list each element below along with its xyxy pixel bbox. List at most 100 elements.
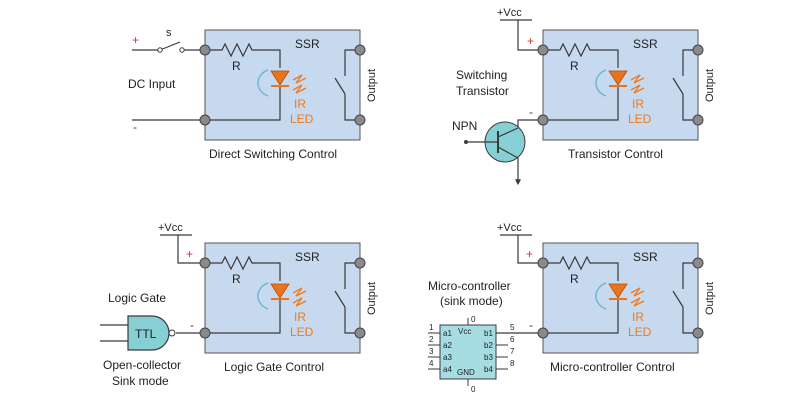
terminal bbox=[537, 114, 549, 126]
panel-microcontroller-control: 0 0 Vcc GND 1 2 3 4 5 6 7 8 a1 a2 a3 a4 … bbox=[428, 222, 716, 394]
switch-contact-left bbox=[157, 47, 163, 53]
terminal bbox=[354, 44, 366, 56]
led-wire-down bbox=[543, 87, 619, 121]
terminal bbox=[354, 257, 366, 269]
output-label: Output bbox=[366, 282, 378, 315]
open-collector-label: Open-collector bbox=[103, 358, 181, 372]
ir-label: IR bbox=[294, 97, 306, 111]
terminal bbox=[199, 257, 211, 269]
chip-right-pin-8: 8 bbox=[510, 359, 515, 368]
caption: Direct Switching Control bbox=[209, 147, 337, 161]
mcu-label: Micro-controller bbox=[428, 279, 511, 293]
chip-right-pin-7: 7 bbox=[510, 347, 515, 356]
chip-b1-label: b1 bbox=[484, 329, 493, 338]
switching-label: Switching bbox=[456, 68, 507, 82]
chip-a3-label: a3 bbox=[443, 353, 452, 362]
chip-a4-label: a4 bbox=[443, 365, 452, 374]
led-label: LED bbox=[290, 112, 314, 126]
resistor-icon bbox=[543, 255, 619, 281]
collector-wire bbox=[517, 119, 543, 128]
gate-input-wire bbox=[100, 324, 128, 342]
panel-direct-switching: + - s DC Input SSR R IR LED Output Direc… bbox=[128, 27, 378, 161]
chip-bottom-pin-label: 0 bbox=[471, 385, 476, 394]
resistor-icon bbox=[543, 42, 619, 68]
led-icon bbox=[270, 283, 290, 299]
gate-label: Logic Gate bbox=[108, 291, 166, 305]
led-ring bbox=[257, 282, 269, 310]
led-ring bbox=[257, 69, 269, 97]
resistor-label: R bbox=[570, 59, 579, 73]
terminal bbox=[692, 114, 704, 126]
ssr-label: SSR bbox=[633, 37, 658, 51]
panel-transistor-control: +Vcc + - Switching Transistor NPN SSR R … bbox=[452, 7, 716, 186]
led-label: LED bbox=[290, 325, 314, 339]
ir-arrow-icon-2 bbox=[292, 297, 307, 307]
terminal bbox=[692, 257, 704, 269]
output-label: Output bbox=[366, 69, 378, 102]
chip-left-pins bbox=[428, 332, 440, 370]
caption: Transistor Control bbox=[568, 147, 663, 161]
chip-b4-label: b4 bbox=[484, 365, 493, 374]
ir-label: IR bbox=[632, 310, 644, 324]
ir-arrow-icon bbox=[630, 74, 645, 84]
chip-a1-label: a1 bbox=[443, 329, 452, 338]
ttl-label: TTL bbox=[135, 327, 157, 341]
vcc-label: +Vcc bbox=[158, 222, 183, 234]
switch-icon bbox=[672, 77, 684, 95]
ssr-label: SSR bbox=[295, 37, 320, 51]
chip-gnd-label: GND bbox=[457, 368, 475, 377]
plus-label: + bbox=[132, 33, 139, 47]
output-label: Output bbox=[704, 282, 716, 315]
chip-right-pin-5: 5 bbox=[510, 323, 515, 332]
switch-icon bbox=[334, 77, 346, 95]
vcc-label: +Vcc bbox=[497, 7, 522, 19]
transistor-collector bbox=[497, 127, 519, 138]
ir-arrow-icon bbox=[292, 287, 307, 297]
resistor-label: R bbox=[570, 272, 579, 286]
resistor-label: R bbox=[232, 272, 241, 286]
chip-left-pin-2: 2 bbox=[429, 335, 434, 344]
resistor-label: R bbox=[232, 59, 241, 73]
ir-label: IR bbox=[294, 310, 306, 324]
minus-label: - bbox=[133, 120, 137, 134]
transistor-label: Transistor bbox=[456, 84, 509, 98]
transistor-emitter bbox=[497, 146, 521, 186]
chip-right-pin-6: 6 bbox=[510, 335, 515, 344]
ir-arrow-icon-2 bbox=[630, 297, 645, 307]
plus-label: + bbox=[186, 247, 193, 261]
minus-label: - bbox=[190, 318, 194, 332]
switch-contact-right bbox=[179, 47, 185, 53]
chip-a2-label: a2 bbox=[443, 341, 452, 350]
led-label: LED bbox=[628, 112, 652, 126]
panel-logic-gate-control: +Vcc + - Logic Gate TTL Open-collector S… bbox=[100, 222, 378, 388]
led-wire-down bbox=[205, 300, 281, 334]
chip-vcc-label: Vcc bbox=[458, 327, 471, 336]
plus-label: + bbox=[526, 247, 533, 261]
ir-arrow-icon-2 bbox=[292, 84, 307, 94]
led-label: LED bbox=[628, 325, 652, 339]
minus-label: - bbox=[529, 318, 533, 332]
terminal bbox=[199, 327, 211, 339]
terminal bbox=[354, 114, 366, 126]
chip-left-pin-3: 3 bbox=[429, 347, 434, 356]
terminal bbox=[537, 327, 549, 339]
switch-icon bbox=[334, 290, 346, 308]
led-icon bbox=[608, 70, 628, 86]
npn-label: NPN bbox=[452, 119, 477, 133]
ttl-gate-icon bbox=[127, 315, 170, 351]
chip-b2-label: b2 bbox=[484, 341, 493, 350]
sink-mode-label: Sink mode bbox=[112, 374, 169, 388]
ir-arrow-icon-2 bbox=[630, 84, 645, 94]
led-wire-down bbox=[205, 87, 281, 121]
resistor-icon bbox=[205, 42, 281, 68]
led-wire-down bbox=[543, 300, 619, 334]
chip-b3-label: b3 bbox=[484, 353, 493, 362]
input-label: DC Input bbox=[128, 77, 176, 91]
led-icon bbox=[270, 70, 290, 86]
sink-mode-label: (sink mode) bbox=[440, 294, 503, 308]
plus-label: + bbox=[527, 34, 534, 48]
led-ring bbox=[595, 69, 607, 97]
switch-label: s bbox=[166, 27, 172, 39]
terminal bbox=[537, 257, 549, 269]
